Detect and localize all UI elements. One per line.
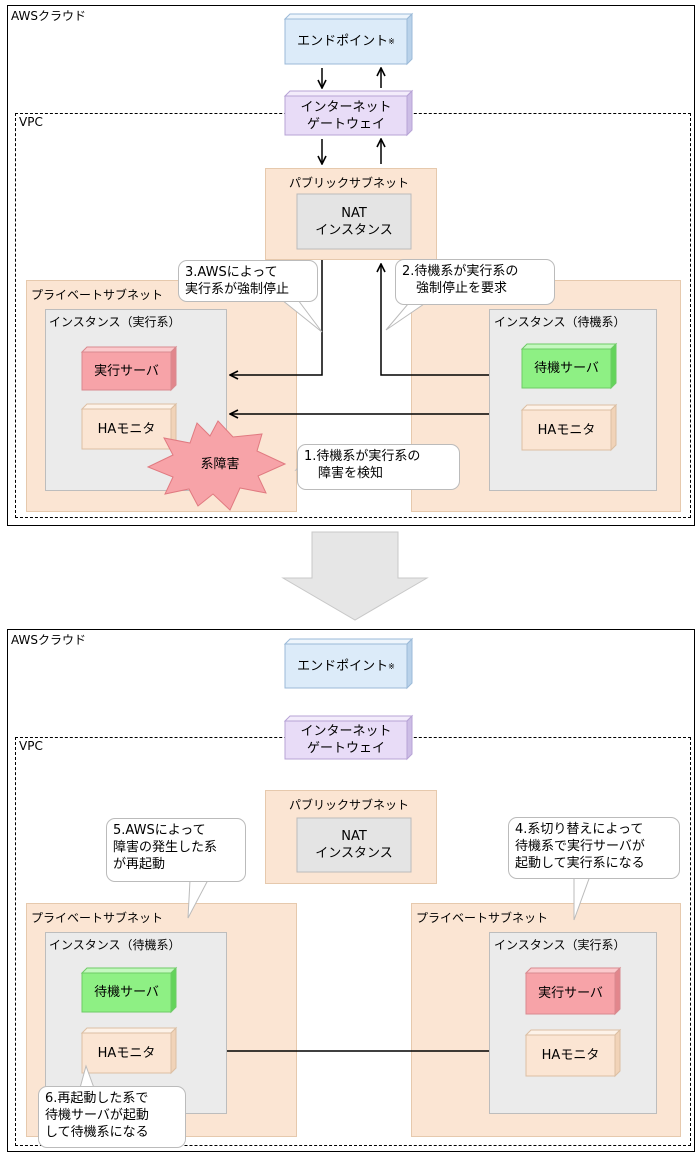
top-nat: NAT インスタンス [297, 194, 411, 249]
top-nat-line2: インスタンス [315, 222, 393, 238]
bottom-nat: NAT インスタンス [297, 818, 411, 872]
bottom-igw-box [283, 714, 414, 761]
bottom-private-subnet-right-label: プライベートサブネット [416, 911, 549, 925]
callout-5-line3: が再起動 [113, 857, 166, 872]
top-igw: インターネット ゲートウェイ [285, 96, 407, 135]
callout-1-line2: 障害を検知 [318, 466, 384, 481]
bottom-nat-line2: インスタンス [315, 846, 393, 861]
failure-label: 系障害 [200, 456, 240, 472]
bottom-ha-right: HAモニタ [541, 1048, 600, 1063]
top-endpoint-text: エンドポイント [297, 34, 389, 49]
bottom-aws-cloud-label: AWSクラウド [11, 633, 87, 647]
callout-1: 1.待機系が実行系の 障害を検知 [297, 444, 460, 490]
top-standby-server-box [520, 342, 618, 390]
callout-5-line1: 5.AWSによって [113, 823, 206, 838]
failure-burst [146, 420, 287, 511]
bottom-standby-server: 待機サーバ [94, 985, 159, 1000]
callout-6-line1: 6.再起動した系で [45, 1091, 149, 1106]
top-igw-box [283, 89, 414, 137]
bottom-endpoint-box [283, 637, 414, 690]
callout-6: 6.再起動した系で 待機サーバが起動 して待機系になる [38, 1086, 186, 1148]
callout-6-line2: 待機サーバが起動 [45, 1108, 149, 1123]
callout2-tail [385, 303, 426, 331]
callout4-tail [573, 875, 591, 921]
arrow-stop-request [381, 264, 489, 376]
top-standby-server: 待機サーバ [534, 361, 599, 376]
bottom-instance-right [489, 932, 657, 1114]
bottom-igw-line1: インターネット [300, 724, 392, 739]
bottom-ha-left-box [80, 1026, 178, 1075]
bottom-endpoint: エンドポイント※ [285, 644, 407, 688]
callout-2-line2: 強制停止を要求 [416, 281, 508, 296]
top-ha-right: HAモニタ [537, 422, 596, 438]
bottom-endpoint-text: エンドポイント [297, 658, 389, 674]
top-public-subnet-label: パブリックサブネット [289, 176, 410, 190]
top-endpoint-box [283, 12, 414, 66]
callout-5: 5.AWSによって 障害の発生した系 が再起動 [106, 818, 246, 882]
arrow-force-stop [230, 260, 323, 375]
callout-3-line1: 3.AWSによって [185, 265, 278, 280]
top-ha-left-box [80, 402, 178, 451]
callout-2-line1: 2.待機系が実行系の [402, 264, 519, 279]
callout-2: 2.待機系が実行系の 強制停止を要求 [395, 259, 555, 305]
callout-3: 3.AWSによって 実行系が強制停止 [178, 260, 318, 302]
bottom-vpc-label: VPC [19, 739, 43, 753]
callout-5-line2: 障害の発生した系 [113, 840, 218, 855]
callout-3-line2: 実行系が強制停止 [185, 282, 290, 297]
bottom-standby-server-box [80, 966, 178, 1014]
top-exec-server: 実行サーバ [94, 363, 159, 379]
callout-6-line3: して待機系になる [45, 1125, 149, 1140]
callout-4-line3: 起動して実行系になる [515, 856, 645, 871]
bottom-endpoint-mark: ※ [388, 661, 395, 671]
bottom-instance-left-label: インスタンス（待機系） [49, 938, 181, 952]
bottom-exec-server: 実行サーバ [538, 986, 603, 1001]
callout-4-line1: 4.系切り替えによって [515, 822, 644, 837]
top-ha-left: HAモニタ [97, 421, 156, 437]
bottom-public-subnet-label: パブリックサブネット [289, 798, 410, 812]
callout-4: 4.系切り替えによって 待機系で実行サーバが 起動して実行系になる [508, 817, 680, 879]
callout-1-line1: 1.待機系が実行系の [304, 449, 421, 464]
top-aws-cloud-label: AWSクラウド [11, 9, 87, 23]
top-exec-server-box [80, 345, 178, 392]
top-ha-right-box [520, 403, 618, 452]
bottom-ha-right-box [524, 1028, 622, 1078]
bottom-igw-line2: ゲートウェイ [306, 741, 385, 756]
bottom-nat-box [296, 817, 412, 873]
bottom-instance-right-label: インスタンス（実行系） [494, 938, 626, 952]
bottom-igw: インターネット ゲートウェイ [285, 721, 407, 759]
top-endpoint: エンドポイント※ [285, 19, 407, 64]
callout-4-line2: 待機系で実行サーバが [515, 839, 645, 854]
top-instance-right-label: インスタンス（待機系） [494, 315, 626, 329]
top-endpoint-mark: ※ [388, 37, 395, 46]
bottom-ha-left: HAモニタ [97, 1045, 156, 1061]
bottom-exec-server-box [524, 966, 622, 1016]
callout3-tail [280, 299, 323, 333]
top-igw-line2: ゲートウェイ [306, 116, 385, 132]
transition-arrow [281, 531, 429, 621]
bottom-private-subnet-left-label: プライベートサブネット [31, 911, 164, 925]
callout5-tail [187, 879, 209, 919]
top-vpc-label: VPC [19, 115, 43, 129]
top-instance-left-label: インスタンス（実行系） [49, 315, 181, 329]
top-nat-line1: NAT [341, 205, 367, 221]
top-nat-box [296, 193, 412, 250]
top-igw-line1: インターネット [300, 99, 392, 115]
top-private-subnet-left-label: プライベートサブネット [31, 288, 164, 302]
bottom-nat-line1: NAT [341, 829, 367, 844]
top-instance-right [489, 309, 657, 491]
